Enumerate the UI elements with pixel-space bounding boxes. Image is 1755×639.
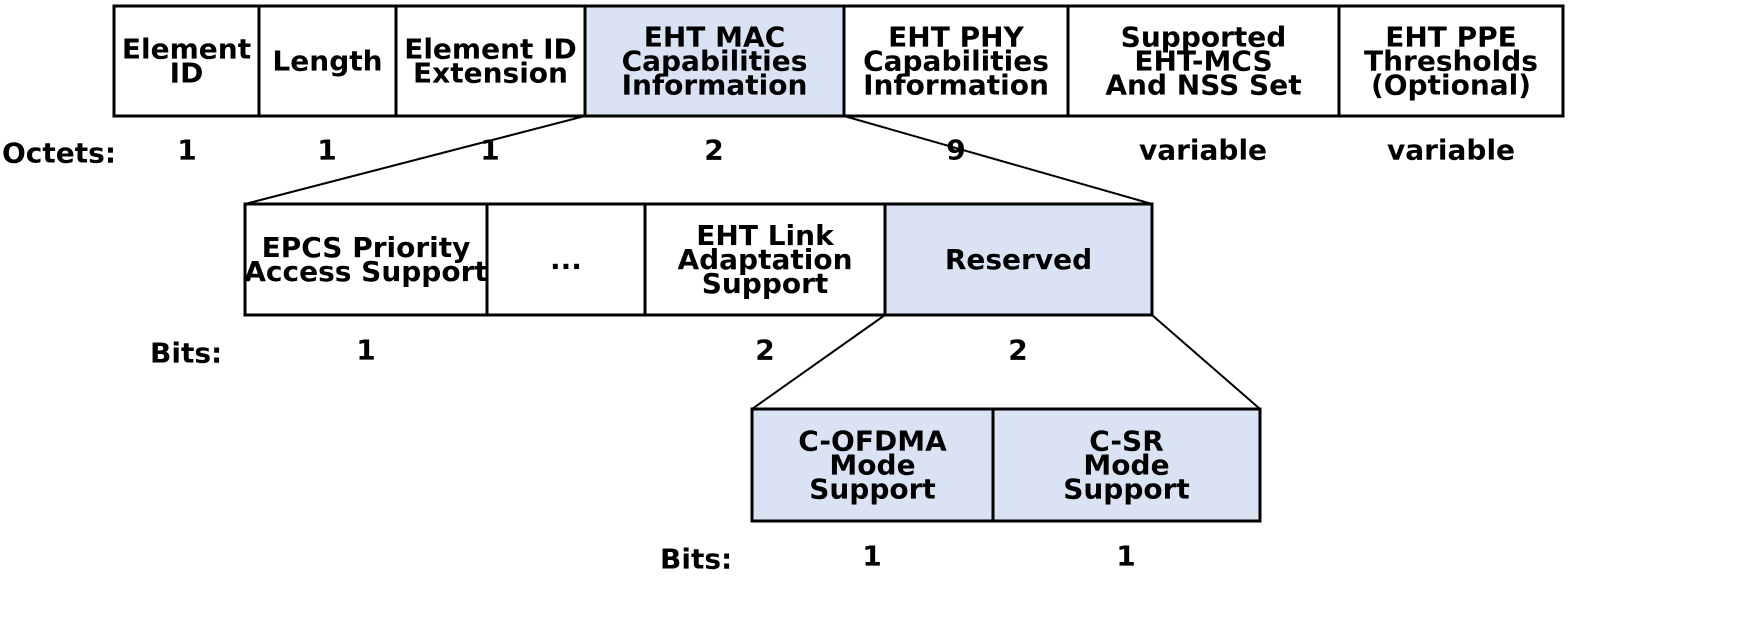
field-box-eht-mac-capabilities-information (583, 4, 846, 118)
field-label-epcs-priority-access-support: EPCS Priority (262, 231, 471, 264)
field-label-eht-link-adaptation-support: EHT Link (696, 219, 835, 252)
field-label-eht-phy-capabilities-information: Capabilities (863, 45, 1049, 78)
field-size-eht-ppe-thresholds: variable (1387, 134, 1515, 167)
field-label-c-sr-mode-support: Support (1063, 473, 1190, 506)
field-ellipsis: ... (485, 202, 647, 317)
field-label-element-id: ID (170, 57, 204, 90)
field-size-epcs-priority-access-support: 1 (356, 334, 375, 367)
field-box-reserved (883, 202, 1154, 317)
field-size-length: 1 (317, 134, 336, 167)
field-label-epcs-priority-access-support: Access Support (244, 255, 488, 288)
field-label-eht-ppe-thresholds: (Optional) (1371, 69, 1531, 102)
field-label-eht-mac-capabilities-information: Capabilities (622, 45, 808, 78)
field-box-eht-ppe-thresholds (1337, 4, 1565, 118)
field-label-eht-ppe-thresholds: Thresholds (1364, 45, 1538, 78)
reserved-expansion-right-line (1151, 314, 1261, 410)
field-size-element-id-extension: 1 (480, 134, 499, 167)
row-label-mac-row: Bits: (150, 337, 222, 370)
field-label-eht-ppe-thresholds: EHT PPE (1385, 21, 1517, 54)
field-size-eht-mac-capabilities-information: 2 (704, 134, 723, 167)
field-box-element-id-extension (394, 4, 587, 118)
field-size-eht-link-adaptation-support: 2 (755, 334, 774, 367)
field-label-length: Length (272, 45, 382, 78)
mac-expansion-left-line (244, 115, 586, 205)
expansion-connectors (244, 115, 1261, 410)
field-label-eht-link-adaptation-support: Adaptation (677, 243, 852, 276)
field-box-supported-eht-mcs-and-nss-set (1066, 4, 1341, 118)
field-label-eht-mac-capabilities-information: Information (622, 69, 808, 102)
mac-expansion-right-line (843, 115, 1153, 205)
field-box-c-ofdma-mode-support (750, 407, 995, 523)
field-box-length (257, 4, 398, 118)
field-label-eht-link-adaptation-support: Support (702, 267, 829, 300)
field-label-c-ofdma-mode-support: Support (809, 473, 936, 506)
field-size-eht-phy-capabilities-information: 9 (946, 134, 965, 167)
field-size-c-sr-mode-support: 1 (1116, 540, 1135, 573)
field-label-element-id-extension: Extension (413, 57, 568, 90)
row-label-reserved-row: Bits: (660, 543, 732, 576)
field-label-supported-eht-mcs-and-nss-set: Supported (1121, 21, 1287, 54)
field-label-c-sr-mode-support: C-SR (1089, 425, 1164, 458)
field-box-c-sr-mode-support (991, 407, 1262, 523)
field-label-eht-mac-capabilities-information: EHT MAC (644, 21, 786, 54)
field-box-eht-link-adaptation-support (643, 202, 887, 317)
field-size-c-ofdma-mode-support: 1 (862, 540, 881, 573)
field-label-c-sr-mode-support: Mode (1083, 449, 1169, 482)
field-box-eht-phy-capabilities-information (842, 4, 1070, 118)
field-label-element-id: Element (122, 33, 251, 66)
field-length: Length (257, 4, 398, 118)
field-box-element-id (112, 4, 261, 118)
field-label-eht-phy-capabilities-information: Information (863, 69, 1049, 102)
field-label-supported-eht-mcs-and-nss-set: EHT-MCS (1134, 45, 1272, 78)
field-label-c-ofdma-mode-support: C-OFDMA (798, 425, 947, 458)
field-label-supported-eht-mcs-and-nss-set: And NSS Set (1105, 69, 1301, 102)
row-label-element-row: Octets: (2, 137, 116, 170)
field-box-ellipsis (485, 202, 647, 317)
field-size-supported-eht-mcs-and-nss-set: variable (1139, 134, 1267, 167)
field-size-element-id: 1 (177, 134, 196, 167)
field-label-c-ofdma-mode-support: Mode (829, 449, 915, 482)
field-label-ellipsis: ... (550, 243, 582, 276)
field-label-eht-phy-capabilities-information: EHT PHY (888, 21, 1024, 54)
field-reserved: Reserved (883, 202, 1154, 317)
field-size-reserved: 2 (1008, 334, 1027, 367)
field-label-reserved: Reserved (945, 243, 1092, 276)
field-box-epcs-priority-access-support (243, 202, 489, 317)
field-label-element-id-extension: Element ID (404, 33, 577, 66)
reserved-expansion-left-line (751, 314, 886, 410)
